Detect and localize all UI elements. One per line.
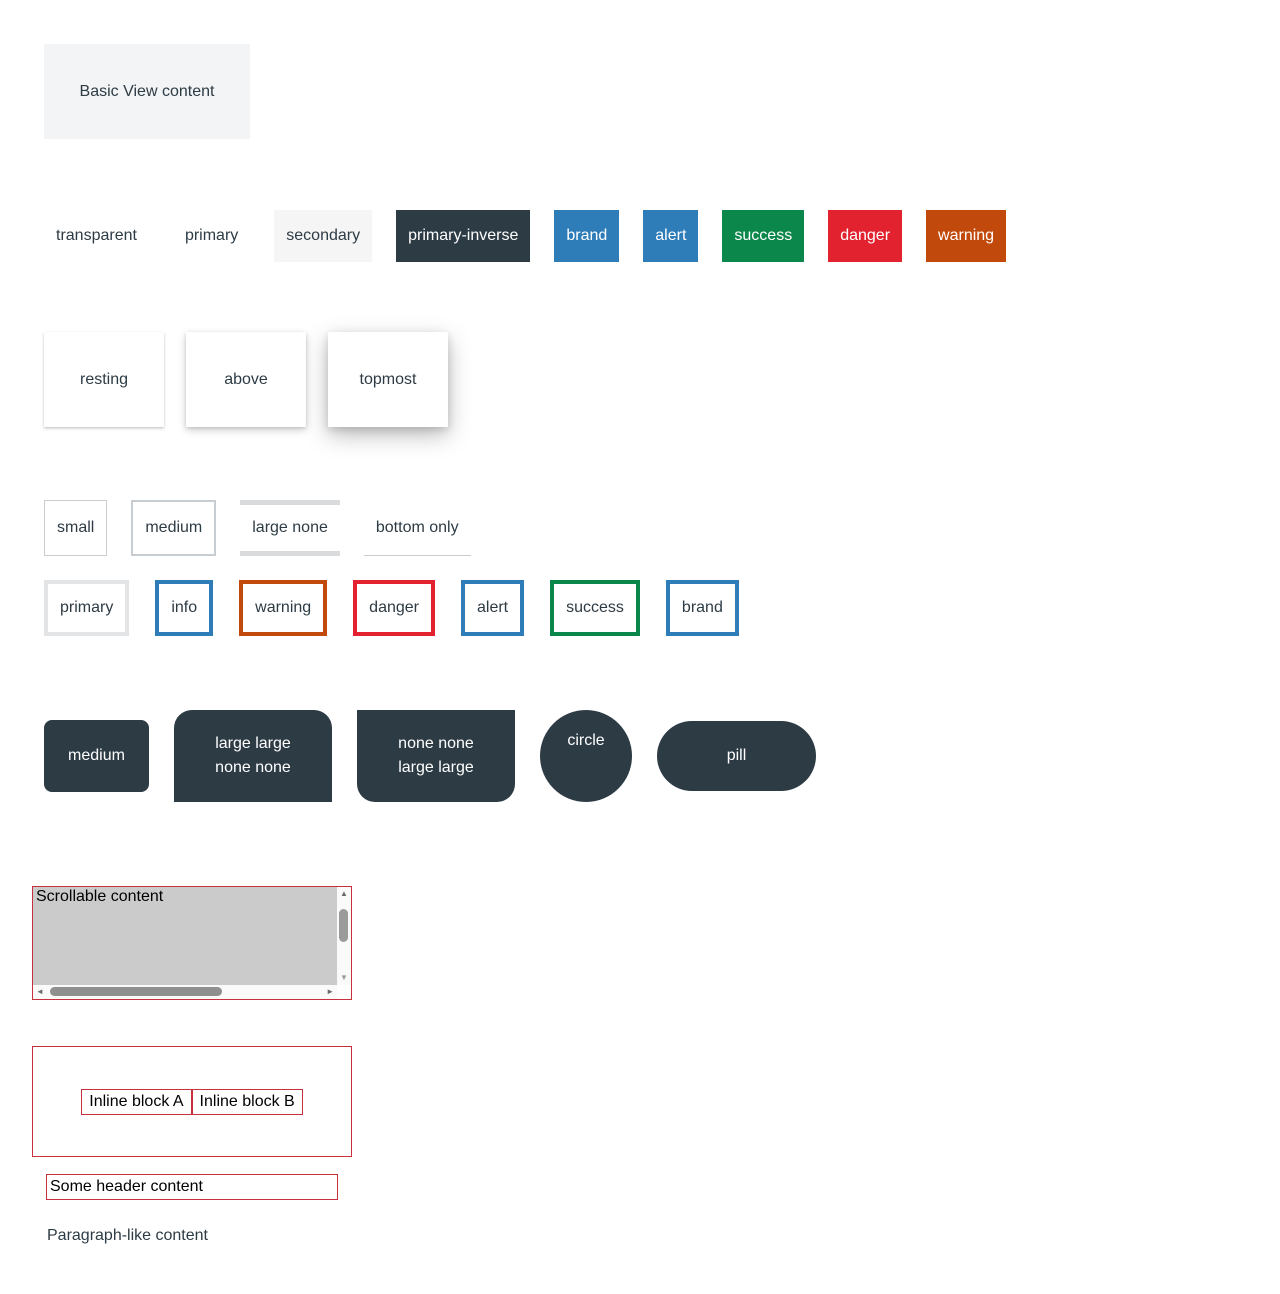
basic-view-section: Basic View content [44,44,250,139]
scroll-left-icon[interactable]: ◄ [36,987,44,996]
border-color-variants-row: primary info warning danger alert succes… [44,580,739,636]
view-label: primary [60,599,114,616]
view-label: bottom only [375,518,459,536]
view-border-radius-large-large-none-none: large large none none [174,710,332,802]
inline-block-container: Inline block A Inline block B [32,1046,352,1157]
view-shadow-resting: resting [44,332,164,427]
view-label: brand [566,227,608,244]
view-border-color-danger: danger [353,580,435,636]
border-radius-variants-row: medium large large none none none none l… [44,710,816,802]
basic-view: Basic View content [44,44,250,139]
view-label: alert [477,599,509,616]
vertical-scrollbar[interactable]: ▲ ▼ [337,887,351,985]
basic-view-label: Basic View content [79,82,215,100]
view-label: circle [567,732,605,749]
shadow-variants-row: resting above topmost [44,332,448,427]
view-label: large none [252,519,328,536]
view-label: topmost [359,370,417,388]
scrollable-content[interactable]: Scrollable content [33,887,337,985]
view-label: medium [68,747,125,764]
view-label: warning [255,599,312,616]
view-label: success [566,599,624,616]
view-label: primary [184,227,239,244]
view-border-width-medium: medium [131,500,217,556]
view-border-radius-none-none-large-large: none none large large [357,710,515,802]
view-border-radius-medium: medium [44,720,149,792]
view-border-color-info: info [155,580,214,636]
view-label: brand [681,599,723,616]
header-content-box: Some header content [46,1174,338,1200]
view-label: small [57,519,95,536]
horizontal-scrollbar-thumb[interactable] [50,987,222,996]
view-label: alert [655,227,687,244]
view-background-alert: alert [643,210,699,262]
scroll-down-icon[interactable]: ▼ [340,973,348,982]
view-border-width-small: small [44,500,108,556]
view-label: info [171,599,198,616]
view-background-primary: primary [172,210,251,262]
view-label: danger [840,227,891,244]
view-label-line2: large large [398,759,474,776]
scroll-up-icon[interactable]: ▲ [340,889,348,898]
view-background-brand: brand [554,210,620,262]
paragraph-content: Paragraph-like content [47,1227,208,1244]
view-border-color-success: success [550,580,640,636]
view-background-success: success [722,210,805,262]
view-label: primary-inverse [408,227,519,244]
view-background-warning: warning [926,210,1007,262]
vertical-scrollbar-thumb[interactable] [339,909,348,942]
view-label: resting [79,370,129,388]
view-shadow-topmost: topmost [328,332,448,427]
view-label: pill [726,747,747,764]
header-content-label: Some header content [50,1178,203,1195]
inline-block-b: Inline block B [191,1088,303,1115]
view-border-radius-pill: pill [657,721,816,791]
view-border-color-brand: brand [665,580,739,636]
view-shadow-above: above [186,332,306,427]
view-border-width-large-none: large none [240,500,340,556]
view-background-primary-inverse: primary-inverse [396,210,531,262]
scrollable-view: Scrollable content ▲ ▼ ◄ ► [32,886,352,1000]
view-background-secondary: secondary [274,210,373,262]
view-label: secondary [286,227,361,244]
view-border-color-warning: warning [239,580,328,636]
view-label: medium [145,519,203,536]
border-width-variants-row: small medium large none bottom only [44,500,471,556]
view-label: warning [938,227,995,244]
view-background-transparent: transparent [44,210,149,262]
view-border-color-primary: primary [44,580,130,636]
view-border-radius-circle: circle [540,710,632,802]
inline-block-a: Inline block A [81,1088,192,1115]
horizontal-scrollbar[interactable]: ◄ ► [33,985,337,999]
background-variants-row: transparent primary secondary primary-in… [44,210,1007,262]
view-label: danger [369,599,419,616]
view-label: transparent [56,227,137,244]
view-label-line1: large large [215,735,291,752]
scroll-right-icon[interactable]: ► [326,987,334,996]
view-border-width-bottom-only: bottom only [363,500,471,556]
view-background-danger: danger [828,210,903,262]
view-label: above [224,370,268,388]
view-border-color-alert: alert [461,580,525,636]
view-label-line1: none none [398,735,474,752]
view-label-line2: none none [215,759,291,776]
view-label: success [734,227,793,244]
